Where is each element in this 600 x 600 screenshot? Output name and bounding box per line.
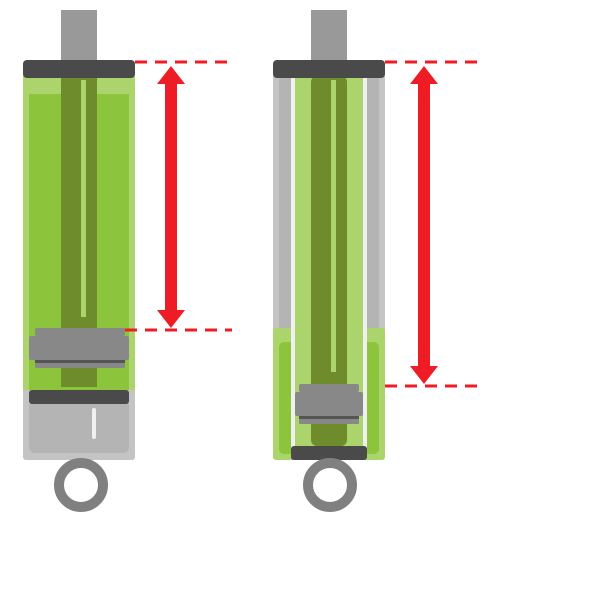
inner-tube-outline-right <box>363 76 367 450</box>
arrow-head-up-icon <box>157 66 185 84</box>
piston-bottom-band <box>35 363 125 368</box>
piston-rod-top <box>61 10 97 62</box>
piston-head <box>295 392 363 416</box>
piston-head <box>29 336 129 360</box>
arrow-head-down-icon <box>157 310 185 328</box>
piston-rod-top <box>311 10 347 62</box>
inner-rod-highlight <box>331 80 336 372</box>
bottom-cap <box>291 446 367 460</box>
mount-ring-icon <box>54 458 108 512</box>
travel-indicator-right <box>385 60 480 388</box>
inner-rod <box>311 76 347 446</box>
mount-ring-icon <box>303 458 357 512</box>
shock-absorber-right <box>273 10 385 512</box>
piston-top-band <box>299 384 359 392</box>
double-headed-arrow-shaft <box>418 84 430 368</box>
cylinder-green-highlight-left <box>23 74 29 390</box>
piston-bottom-band <box>299 419 359 424</box>
cylinder-inner-gray-left <box>279 78 291 328</box>
arrow-head-down-icon <box>410 366 438 384</box>
cylinder-inner-gray-right <box>367 78 379 328</box>
double-headed-arrow-shaft <box>165 84 177 312</box>
inner-rod-highlight <box>81 80 86 317</box>
piston-dark-line <box>35 360 125 363</box>
top-cap <box>23 60 135 78</box>
lower-highlight-stripe <box>92 408 96 439</box>
inner-tube-outline-left <box>291 76 295 450</box>
travel-indicator-left <box>125 60 232 332</box>
arrow-head-up-icon <box>410 66 438 84</box>
separator-cap <box>29 390 129 404</box>
cylinder-green-highlight-right <box>129 74 135 390</box>
cylinder-lower-inner <box>29 400 129 453</box>
piston-dark-line <box>299 416 359 419</box>
top-cap <box>273 60 385 78</box>
piston-top-band <box>35 328 125 336</box>
shock-absorber-left <box>23 10 135 512</box>
